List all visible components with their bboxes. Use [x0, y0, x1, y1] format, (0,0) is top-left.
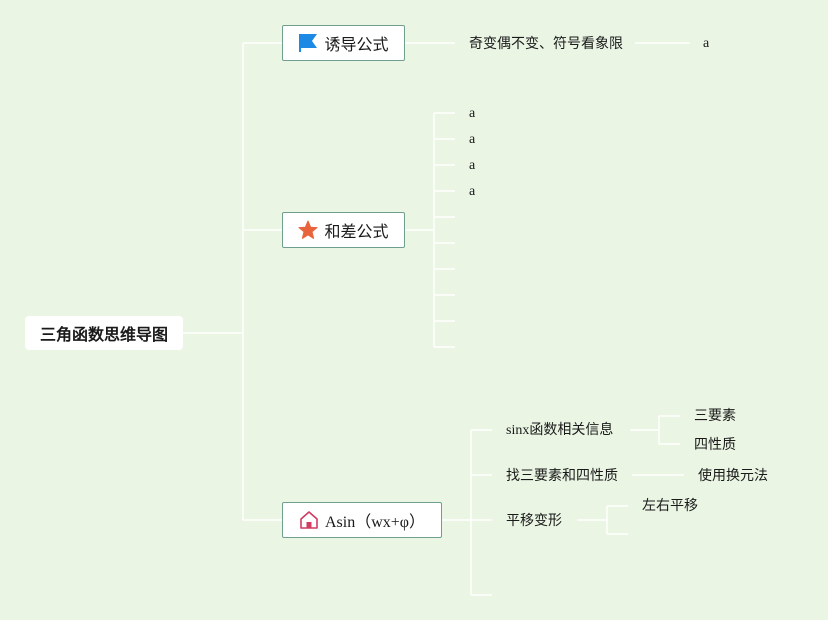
horizontal-shift-node[interactable]: 左右平移	[642, 496, 698, 516]
induction-rule-child-label: a	[703, 36, 710, 51]
root-topic[interactable]: 三角函数思维导图	[25, 316, 183, 350]
branch-asin-function-label: Asin（wx+φ）	[324, 514, 426, 531]
induction-rule-child-node[interactable]: a	[703, 34, 709, 54]
branch-sum-difference-formula-label: 和差公式	[324, 222, 389, 241]
branch-induction-formula-label: 诱导公式	[324, 35, 389, 54]
sum-diff-item-1[interactable]: a	[469, 104, 475, 124]
branch-induction-formula[interactable]: 诱导公式	[282, 25, 405, 61]
sinx-info-label: sinx函数相关信息	[506, 423, 614, 438]
induction-rule-node[interactable]: 奇变偶不变、符号看象限	[469, 34, 623, 54]
shift-transform-node[interactable]: 平移变形	[506, 511, 562, 531]
sum-diff-item-label: a	[469, 132, 476, 147]
four-properties-label: 四性质	[694, 437, 736, 453]
branch-asin-function[interactable]: Asin（wx+φ）	[282, 502, 442, 538]
sinx-info-node[interactable]: sinx函数相关信息	[506, 421, 613, 441]
shift-transform-label: 平移变形	[506, 513, 562, 529]
sum-diff-item-label: a	[469, 158, 476, 173]
horizontal-shift-label: 左右平移	[642, 498, 698, 514]
substitution-method-node[interactable]: 使用换元法	[698, 466, 768, 486]
three-elements-label: 三要素	[694, 408, 736, 424]
induction-rule-label: 奇变偶不变、符号看象限	[469, 36, 623, 52]
branch-sum-difference-formula[interactable]: 和差公式	[282, 212, 405, 248]
star-icon	[298, 220, 318, 240]
four-properties-node[interactable]: 四性质	[694, 435, 736, 455]
root-topic-label: 三角函数思维导图	[39, 325, 168, 344]
sum-diff-item-label: a	[469, 106, 476, 121]
flag-icon	[298, 33, 318, 53]
find-elements-label: 找三要素和四性质	[506, 468, 618, 484]
house-icon	[299, 510, 319, 530]
sum-diff-item-2[interactable]: a	[469, 130, 475, 150]
find-elements-node[interactable]: 找三要素和四性质	[506, 466, 618, 486]
sum-diff-item-4[interactable]: a	[469, 182, 475, 202]
three-elements-node[interactable]: 三要素	[694, 406, 736, 426]
substitution-method-label: 使用换元法	[698, 468, 768, 484]
sum-diff-item-3[interactable]: a	[469, 156, 475, 176]
sum-diff-item-label: a	[469, 184, 476, 199]
